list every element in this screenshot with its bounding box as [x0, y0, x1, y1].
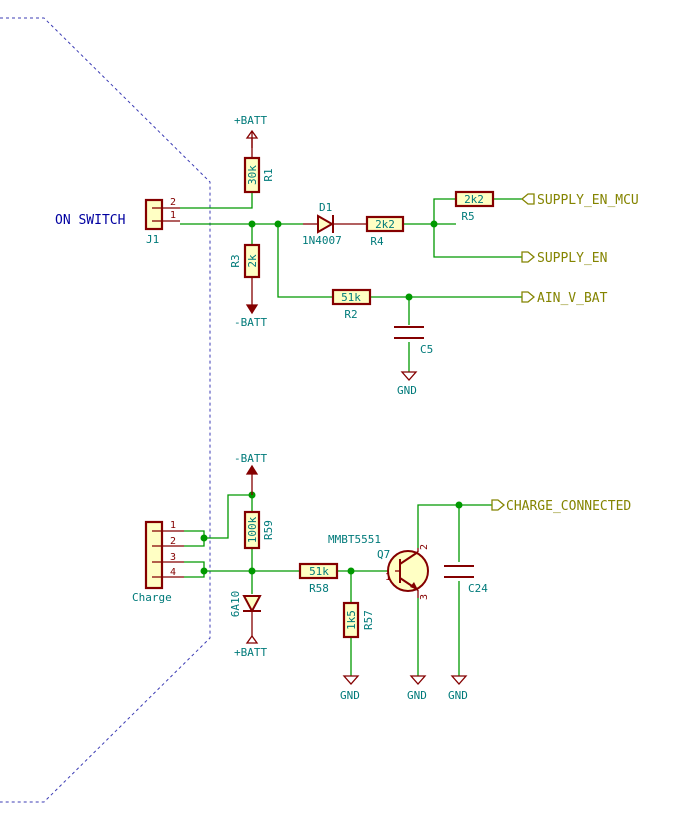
r2-ref: R2 [344, 308, 357, 321]
c24-ref: C24 [468, 582, 488, 595]
wires-bottom [184, 494, 492, 676]
power-batt-pos-bottom: +BATT [234, 634, 267, 659]
junction-charge-12 [200, 534, 208, 542]
c5-ref: C5 [420, 343, 433, 356]
r58-ref: R58 [309, 582, 329, 595]
transistor-q7: MMBT5551 Q7 1 2 3 [328, 533, 430, 600]
capacitor-c5: C5 [394, 326, 433, 356]
connector-charge: 1 2 3 4 Charge [132, 520, 184, 604]
diode-6a10: 6A10 [229, 591, 262, 636]
j1-ref: J1 [146, 233, 159, 246]
gnd-c24-label: GND [448, 689, 468, 702]
gnd-q7-label: GND [407, 689, 427, 702]
label-charge-connected: CHARGE_CONNECTED [491, 499, 631, 514]
q7-ref: Q7 [377, 548, 390, 561]
connector-j1: 2 1 J1 [144, 197, 180, 246]
resistor-r5: 2k2 R5 [454, 190, 495, 223]
junction-r4-r5 [430, 220, 438, 228]
junction-c5 [405, 293, 413, 301]
supply-en-text: SUPPLY_EN [537, 251, 607, 266]
diode-d1: D1 1N4007 [302, 201, 367, 247]
r3-ref: R3 [229, 254, 242, 267]
resistor-r4: 2k2 R4 [365, 215, 405, 248]
gnd-c5: GND [397, 371, 418, 397]
wires-top [180, 192, 522, 372]
r57-ref: R57 [362, 610, 375, 630]
charge-ref: Charge [132, 591, 172, 604]
r5-value: 2k2 [464, 193, 484, 206]
q7-value: MMBT5551 [328, 533, 381, 546]
charge-body [144, 520, 164, 590]
r59-ref: R59 [262, 520, 275, 540]
resistor-r2: 51k R2 [331, 288, 372, 321]
d1-ref: D1 [319, 201, 332, 214]
gnd-r57: GND [340, 675, 360, 702]
r3-value: 2k [246, 254, 259, 268]
label-supply-en-mcu: SUPPLY_EN_MCU [520, 193, 639, 208]
r5-ref: R5 [461, 210, 474, 223]
resistor-r3: 2k R3 [229, 243, 261, 305]
r57-value: 1k5 [345, 610, 358, 630]
junction-charge-34 [200, 567, 208, 575]
batt-neg-top-label: -BATT [234, 316, 267, 329]
resistor-r58: 51k R58 [298, 562, 339, 595]
q7-pin-e: 3 [419, 594, 430, 600]
q7-pin-b: 1 [385, 572, 391, 583]
j1-pin-1: 1 [170, 210, 176, 221]
batt-pos-top-label: +BATT [234, 114, 267, 127]
junction-j1-r3 [248, 220, 256, 228]
j1-body [144, 198, 164, 231]
gnd-c24: GND [448, 675, 468, 702]
r59-value: 100k [246, 516, 259, 543]
resistor-r57: 1k5 R57 [342, 601, 375, 639]
gnd-q7: GND [407, 675, 427, 702]
junction-c24 [455, 501, 463, 509]
batt-pos-bottom-label: +BATT [234, 646, 267, 659]
power-batt-neg-bottom: -BATT [234, 452, 267, 495]
capacitor-c24: C24 [444, 565, 488, 595]
r4-ref: R4 [370, 235, 384, 248]
charge-pin-4: 4 [170, 567, 176, 578]
charge-pin-1: 1 [170, 520, 176, 531]
junction-r59-bottom [248, 567, 256, 575]
d2-value: 6A10 [229, 591, 242, 618]
junction-r57 [347, 567, 355, 575]
r2-value: 51k [341, 291, 361, 304]
r58-value: 51k [309, 565, 329, 578]
power-batt-pos-top: +BATT [234, 114, 267, 158]
ain-v-bat-text: AIN_V_BAT [537, 291, 608, 306]
r1-value: 30k [246, 165, 259, 185]
supply-en-mcu-text: SUPPLY_EN_MCU [537, 193, 639, 208]
junction-r2-branch [274, 220, 282, 228]
power-batt-neg-top: -BATT [234, 304, 267, 329]
q7-pin-c: 2 [419, 544, 430, 550]
board-outline [0, 17, 211, 803]
label-supply-en: SUPPLY_EN [521, 251, 607, 266]
gnd-c5-label: GND [397, 384, 417, 397]
batt-neg-bottom-label: -BATT [234, 452, 267, 465]
charge-connected-text: CHARGE_CONNECTED [506, 499, 631, 514]
r4-value: 2k2 [375, 218, 395, 231]
d1-value: 1N4007 [302, 234, 342, 247]
gnd-r57-label: GND [340, 689, 360, 702]
j1-pin-2: 2 [170, 197, 176, 208]
r1-ref: R1 [262, 168, 275, 181]
resistor-r59: 100k R59 [243, 510, 275, 550]
charge-pin-3: 3 [170, 552, 176, 563]
resistor-r1: 30k R1 [243, 156, 275, 194]
label-ain-v-bat: AIN_V_BAT [521, 291, 608, 306]
charge-pin-2: 2 [170, 536, 176, 547]
on-switch-note: ON SWITCH [55, 213, 125, 228]
